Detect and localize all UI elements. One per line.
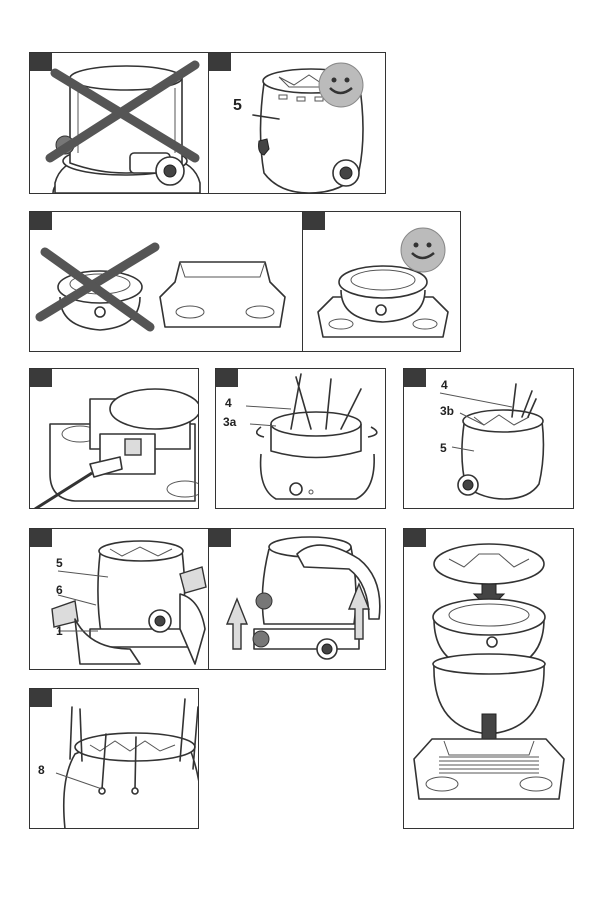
smiley-icon [319,63,363,107]
part-label-3b: 3b [440,404,454,418]
illustration-exploded-view [404,529,574,829]
illustration-forks-in-pot [216,369,386,509]
part-label-6: 6 [56,583,63,597]
panel-6-forks-in-fork-holder: 4 3a [215,368,386,509]
panel-9-lift-unit [208,528,386,670]
part-label-8: 8 [38,763,45,777]
illustration-fork-positions [30,689,199,829]
panel-3-no-stand-separate [29,211,303,352]
arrow-up-icon [227,599,247,649]
panel-8-release-base: 5 6 1 [29,528,209,670]
part-label-4: 4 [225,396,232,410]
panel-4-correct-assembled [302,211,461,352]
panel-2-correct-base: 5 [208,52,386,194]
part-label-5: 5 [233,97,242,115]
part-label-5: 5 [56,556,63,570]
part-label-3a: 3a [223,415,236,429]
panel-11-fork-positions: 8 [29,688,199,829]
illustration-fork-holder [404,369,574,509]
part-label-4: 4 [441,378,448,392]
illustration-connector [30,369,199,509]
illustration-unit-on-stand [303,212,461,352]
smiley-icon [401,228,445,272]
illustration-release-buttons [30,529,209,670]
illustration-unit-and-stand [30,212,303,352]
panel-7-fork-holder-on-unit: 4 3b 5 [403,368,574,509]
illustration-base-with-glass [30,53,209,194]
panel-10-disassembly-stack [403,528,574,829]
part-label-1: 1 [56,624,63,638]
illustration-fondue-base [209,53,386,194]
part-label-5: 5 [440,441,447,455]
panel-1-no-glass-bowl [29,52,209,194]
illustration-lift-unit [209,529,386,670]
panel-5-power-connector [29,368,199,509]
